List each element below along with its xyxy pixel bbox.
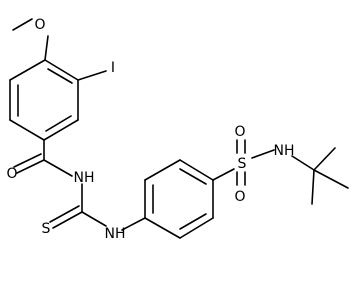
- bond-nh-ring: [121, 217, 146, 231]
- bond-ring-b-inner-3: [179, 213, 207, 230]
- bond-carbonyl-o-1: [16, 159, 45, 174]
- atom-thio-s: S: [42, 221, 51, 237]
- atom-thiourea-nh: NH: [105, 226, 126, 242]
- bond-o-ring: [44, 35, 49, 61]
- bond-ring-iodine: [77, 70, 107, 81]
- atom-carbonyl-o: O: [6, 166, 17, 182]
- bond-ring-b-5: [179, 217, 214, 239]
- bond-ring-b-3: [179, 159, 214, 181]
- bond-nh-tbutyl: [291, 155, 315, 171]
- bond-tbutyl-methyl-3: [311, 169, 315, 205]
- atom-amide-nh: NH: [74, 170, 95, 186]
- bond-thiocarbonyl-nh: [81, 211, 107, 227]
- bond-carbonyl-nh: [43, 159, 73, 177]
- bond-ring-sulfonyl: [212, 168, 235, 181]
- bond-ch3-o: [12, 18, 33, 31]
- bond-tbutyl-methyl-1: [313, 147, 336, 171]
- atom-sulfonyl-s: S: [238, 156, 247, 172]
- atom-sulfonyl-o-bottom: O: [234, 189, 245, 205]
- bond-ring-a-6: [9, 59, 46, 81]
- bond-ring-a-inner-2: [45, 115, 72, 132]
- bond-ring-a-1: [44, 59, 79, 81]
- bond-ring-a-inner-1: [47, 68, 73, 84]
- bond-ring-b-6: [144, 217, 181, 239]
- atom-sulfonyl-o-top: O: [234, 124, 245, 140]
- bond-ring-a-4: [9, 119, 45, 141]
- bond-s-nh: [251, 149, 275, 159]
- atom-sulfonamide-nh: NH: [274, 143, 295, 159]
- bond-carbonyl-o-2: [13, 153, 42, 168]
- atom-methoxy-o: O: [34, 17, 45, 33]
- bond-ring-a-3: [43, 119, 79, 141]
- bonds: [9, 18, 349, 239]
- bond-ring-b-inner-2: [179, 168, 207, 185]
- bond-tbutyl-methyl-2: [313, 169, 349, 189]
- atom-iodine: I: [111, 60, 115, 76]
- atom-labels: O I O NH S NH S O O NH: [6, 17, 294, 242]
- bond-ring-b-2: [144, 159, 181, 181]
- bond-thio-s-1: [52, 211, 83, 229]
- bond-thio-s-2: [49, 205, 80, 223]
